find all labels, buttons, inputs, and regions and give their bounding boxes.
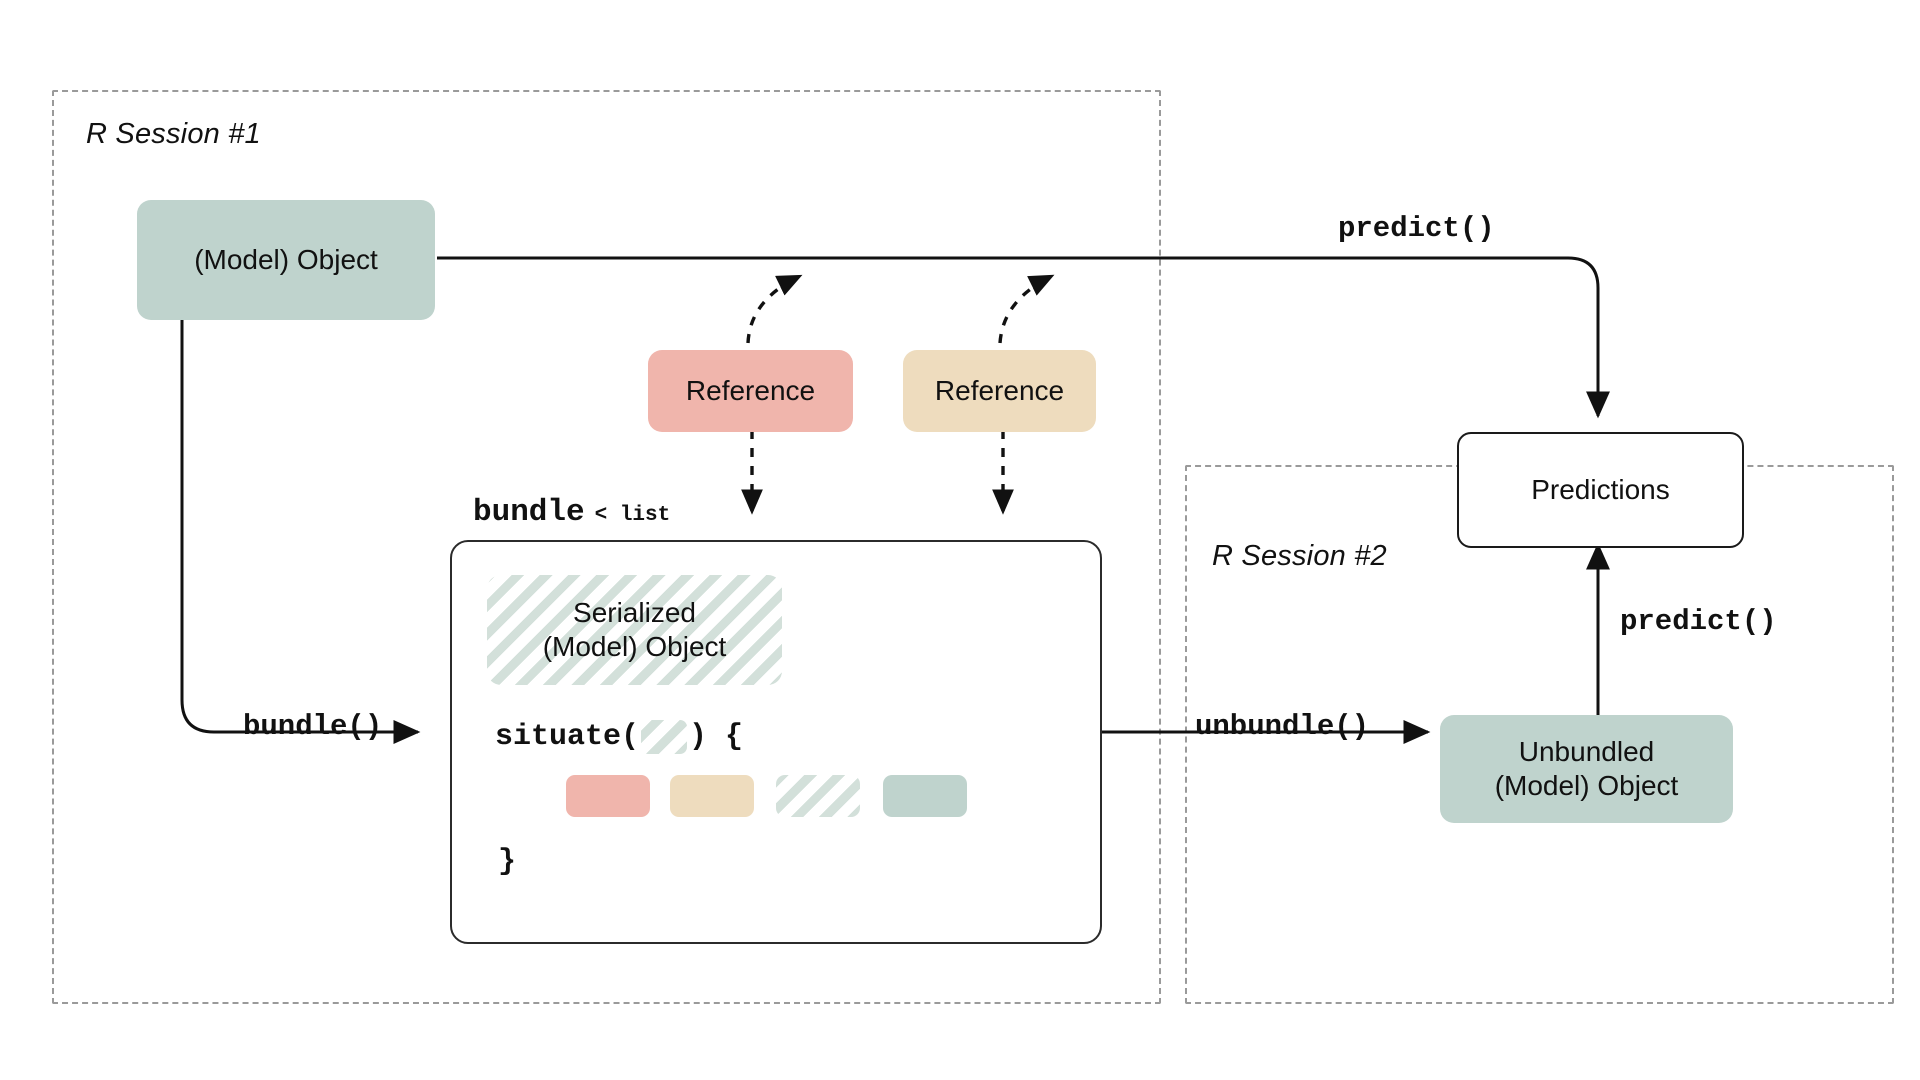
node-reference-pink[interactable]: Reference <box>648 350 853 432</box>
arrow-label-bundle: bundle() <box>243 710 383 743</box>
serialized-label-line-1: Serialized <box>573 596 696 628</box>
chip-reference-tan[interactable] <box>670 775 754 817</box>
code-situate-prefix: situate( <box>495 720 640 754</box>
node-reference-tan[interactable]: Reference <box>903 350 1096 432</box>
unbundled-label-line-2: (Model) Object <box>1494 770 1679 801</box>
inline-chip-serialized <box>641 720 688 754</box>
session-label-r-session-1: R Session #1 <box>86 118 261 150</box>
bundle-caption-type: < list <box>594 504 671 527</box>
node-model-object[interactable]: (Model) Object <box>137 200 435 320</box>
arrow-label-predict-session-2: predict() <box>1620 605 1777 638</box>
code-close-brace: } <box>498 845 517 879</box>
unbundled-label-line-1: Unbundled <box>1518 735 1655 767</box>
chip-reference-pink[interactable] <box>566 775 650 817</box>
code-situate-suffix: ) { <box>689 720 744 754</box>
arrow-label-predict-session-1: predict() <box>1338 212 1495 245</box>
node-serialized-model-object[interactable]: Serialized (Model) Object <box>487 575 782 685</box>
serialized-label-line-2: (Model) Object <box>542 631 727 662</box>
bundle-caption-name: bundle <box>473 495 585 530</box>
chip-serialized-striped[interactable] <box>776 775 860 817</box>
code-situate-open: situate( ) { <box>495 720 743 754</box>
node-predictions[interactable]: Predictions <box>1457 432 1744 548</box>
session-frame-r-session-1 <box>52 90 1161 1004</box>
chip-model-green[interactable] <box>883 775 967 817</box>
arrow-label-unbundle: unbundle() <box>1195 710 1370 743</box>
node-unbundled-model-object[interactable]: Unbundled (Model) Object <box>1440 715 1733 823</box>
session-label-r-session-2: R Session #2 <box>1212 540 1387 572</box>
bundle-caption: bundle < list <box>473 495 670 530</box>
